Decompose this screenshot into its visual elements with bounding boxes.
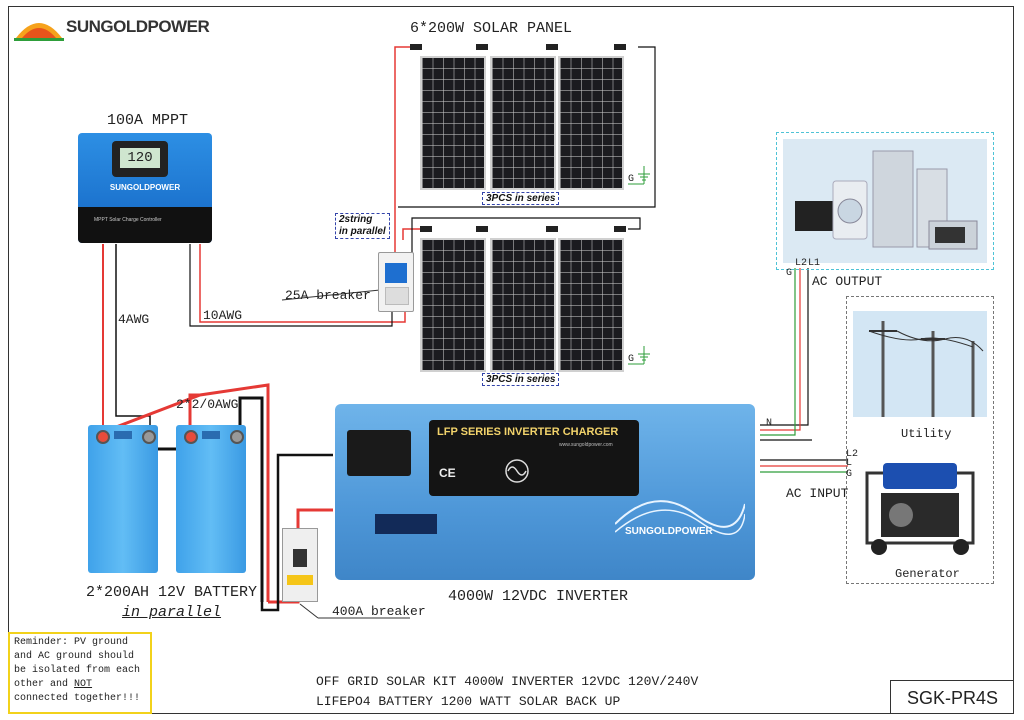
battery-subtitle: in parallel (122, 604, 222, 621)
ac-out-terminal-l2: L2 (795, 258, 808, 269)
mppt-title: 100A MPPT (107, 112, 189, 129)
parallel-tag: 2string in parallel (335, 213, 390, 239)
inverter-brand: SUNGOLDPOWER (625, 526, 713, 537)
inverter-remote-panel (347, 430, 411, 476)
inverter-title: 4000W 12VDC INVERTER (448, 588, 629, 605)
ac-out-l2 (760, 268, 801, 431)
utility-image (853, 311, 987, 417)
ac-out-l1 (760, 268, 809, 426)
generator-icon (865, 463, 975, 555)
battery-title: 2*200AH 12V BATTERY (86, 584, 258, 601)
reminder-box: Reminder: PV ground and AC ground should… (8, 632, 152, 714)
mppt-brand: SUNGOLDPOWER (109, 183, 181, 192)
solar-panel (420, 56, 486, 190)
breaker-25-leader (281, 289, 381, 301)
pv-breaker (378, 252, 414, 312)
ground-symbol-bottom (628, 346, 650, 365)
utility-pole-icon (868, 321, 984, 417)
mppt-screen-bezel: 120 (112, 141, 168, 177)
battery-main-negative (238, 396, 264, 602)
ac-in-terminal-g: G (846, 469, 853, 480)
ac-output-box (776, 132, 994, 270)
battery (88, 425, 158, 573)
ground-label-top: G (628, 174, 635, 185)
mc4-connectors (410, 44, 626, 232)
brand-name: SUNGOLDPOWER (66, 17, 210, 36)
ac-input-label: AC INPUT (786, 486, 849, 501)
footer-line-2: LIFEPO4 BATTERY 1200 WATT SOLAR BACK UP (316, 694, 621, 709)
mppt-display: 120 (120, 148, 160, 168)
battery-wire-label: 2*2/0AWG (176, 397, 239, 412)
breaker-handle (385, 263, 407, 283)
reminder-text-end: connected together!!! (14, 693, 141, 704)
solar-panel (420, 238, 486, 372)
ac-output-label: AC OUTPUT (812, 274, 883, 289)
appliances-image (783, 139, 987, 263)
inverter-label-panel: LFP SERIES INVERTER CHARGER www.sungoldp… (429, 420, 639, 496)
model-number: SGK-PR4S (890, 680, 1014, 714)
mppt-subtext: MPPT Solar Charge Controller (94, 217, 162, 223)
brand-logo (14, 14, 64, 46)
pv-to-mppt-negative (189, 244, 393, 327)
breaker-handle (293, 549, 307, 567)
solar-panel (558, 56, 624, 190)
inverter-ce-mark: CE (439, 466, 456, 480)
ac-in-terminal-l: L (846, 458, 853, 469)
generator-image (861, 453, 979, 557)
dc-breaker (282, 528, 318, 602)
ac-neutral-label: N (766, 418, 773, 429)
battery-negative-terminal (142, 430, 156, 444)
inverter-positive (296, 508, 333, 530)
series-tag-top: 3PCS in series (482, 192, 560, 205)
footer-line-1: OFF GRID SOLAR KIT 4000W INVERTER 12VDC … (316, 674, 699, 689)
inverter-lcd (375, 514, 437, 534)
mppt-wire-10awg: 10AWG (203, 308, 243, 323)
pv-breaker-label: 25A breaker (285, 288, 371, 303)
ac-out-g (760, 268, 796, 436)
ground-label-bottom: G (628, 354, 635, 365)
mppt-battery-negative (115, 244, 151, 434)
mppt-wire-4awg: 4AWG (118, 312, 150, 327)
reminder-not: NOT (74, 679, 93, 690)
diagram-frame (8, 6, 1014, 714)
inverter-wave-icon (505, 459, 529, 483)
inverter: LFP SERIES INVERTER CHARGER www.sungoldp… (335, 404, 755, 580)
battery-link-positive (188, 393, 200, 432)
ground-symbol-top (628, 166, 650, 185)
breaker-400-leader (299, 603, 319, 619)
series-tag-bottom: 3PCS in series (482, 373, 560, 386)
solar-title: 6*200W SOLAR PANEL (410, 20, 573, 37)
battery-negative-terminal (230, 430, 244, 444)
battery-positive-terminal (184, 430, 198, 444)
inverter-panel-title: LFP SERIES INVERTER CHARGER (437, 426, 619, 438)
solar-panel (490, 56, 556, 190)
battery-parallel-positive (102, 383, 270, 602)
battery (176, 425, 246, 573)
sun-logo-icon (14, 23, 64, 41)
solar-panel (490, 238, 556, 372)
ac-out-terminal-l1: L1 (808, 258, 821, 269)
appliances-icon (795, 150, 978, 250)
mppt-controller: 120 SUNGOLDPOWER MPPT Solar Charge Contr… (78, 133, 212, 243)
dc-breaker-label: 400A breaker (332, 604, 426, 619)
pv-to-mppt-positive (199, 244, 406, 323)
pv-negative-wire-bottom (411, 217, 641, 292)
utility-label: Utility (901, 427, 952, 441)
inverter-negative (260, 453, 333, 612)
generator-label: Generator (895, 567, 960, 581)
ac-input-box: Utility Generator (846, 296, 994, 584)
inverter-website: www.sungoldpower.com (559, 442, 613, 448)
mppt-base: MPPT Solar Charge Controller (78, 207, 212, 243)
solar-panel (558, 238, 624, 372)
ac-out-terminal-g: G (786, 268, 793, 279)
battery-positive-terminal (96, 430, 110, 444)
inverter-swoosh-icon (615, 500, 745, 535)
pv-positive-wire-bottom (402, 228, 420, 240)
reminder-text: Reminder: PV ground and AC ground should… (14, 637, 141, 690)
pv-positive-wire-top (394, 46, 410, 292)
pv-negative-wire-top (398, 46, 656, 208)
ac-in-terminal-l2: L2 (846, 449, 859, 460)
